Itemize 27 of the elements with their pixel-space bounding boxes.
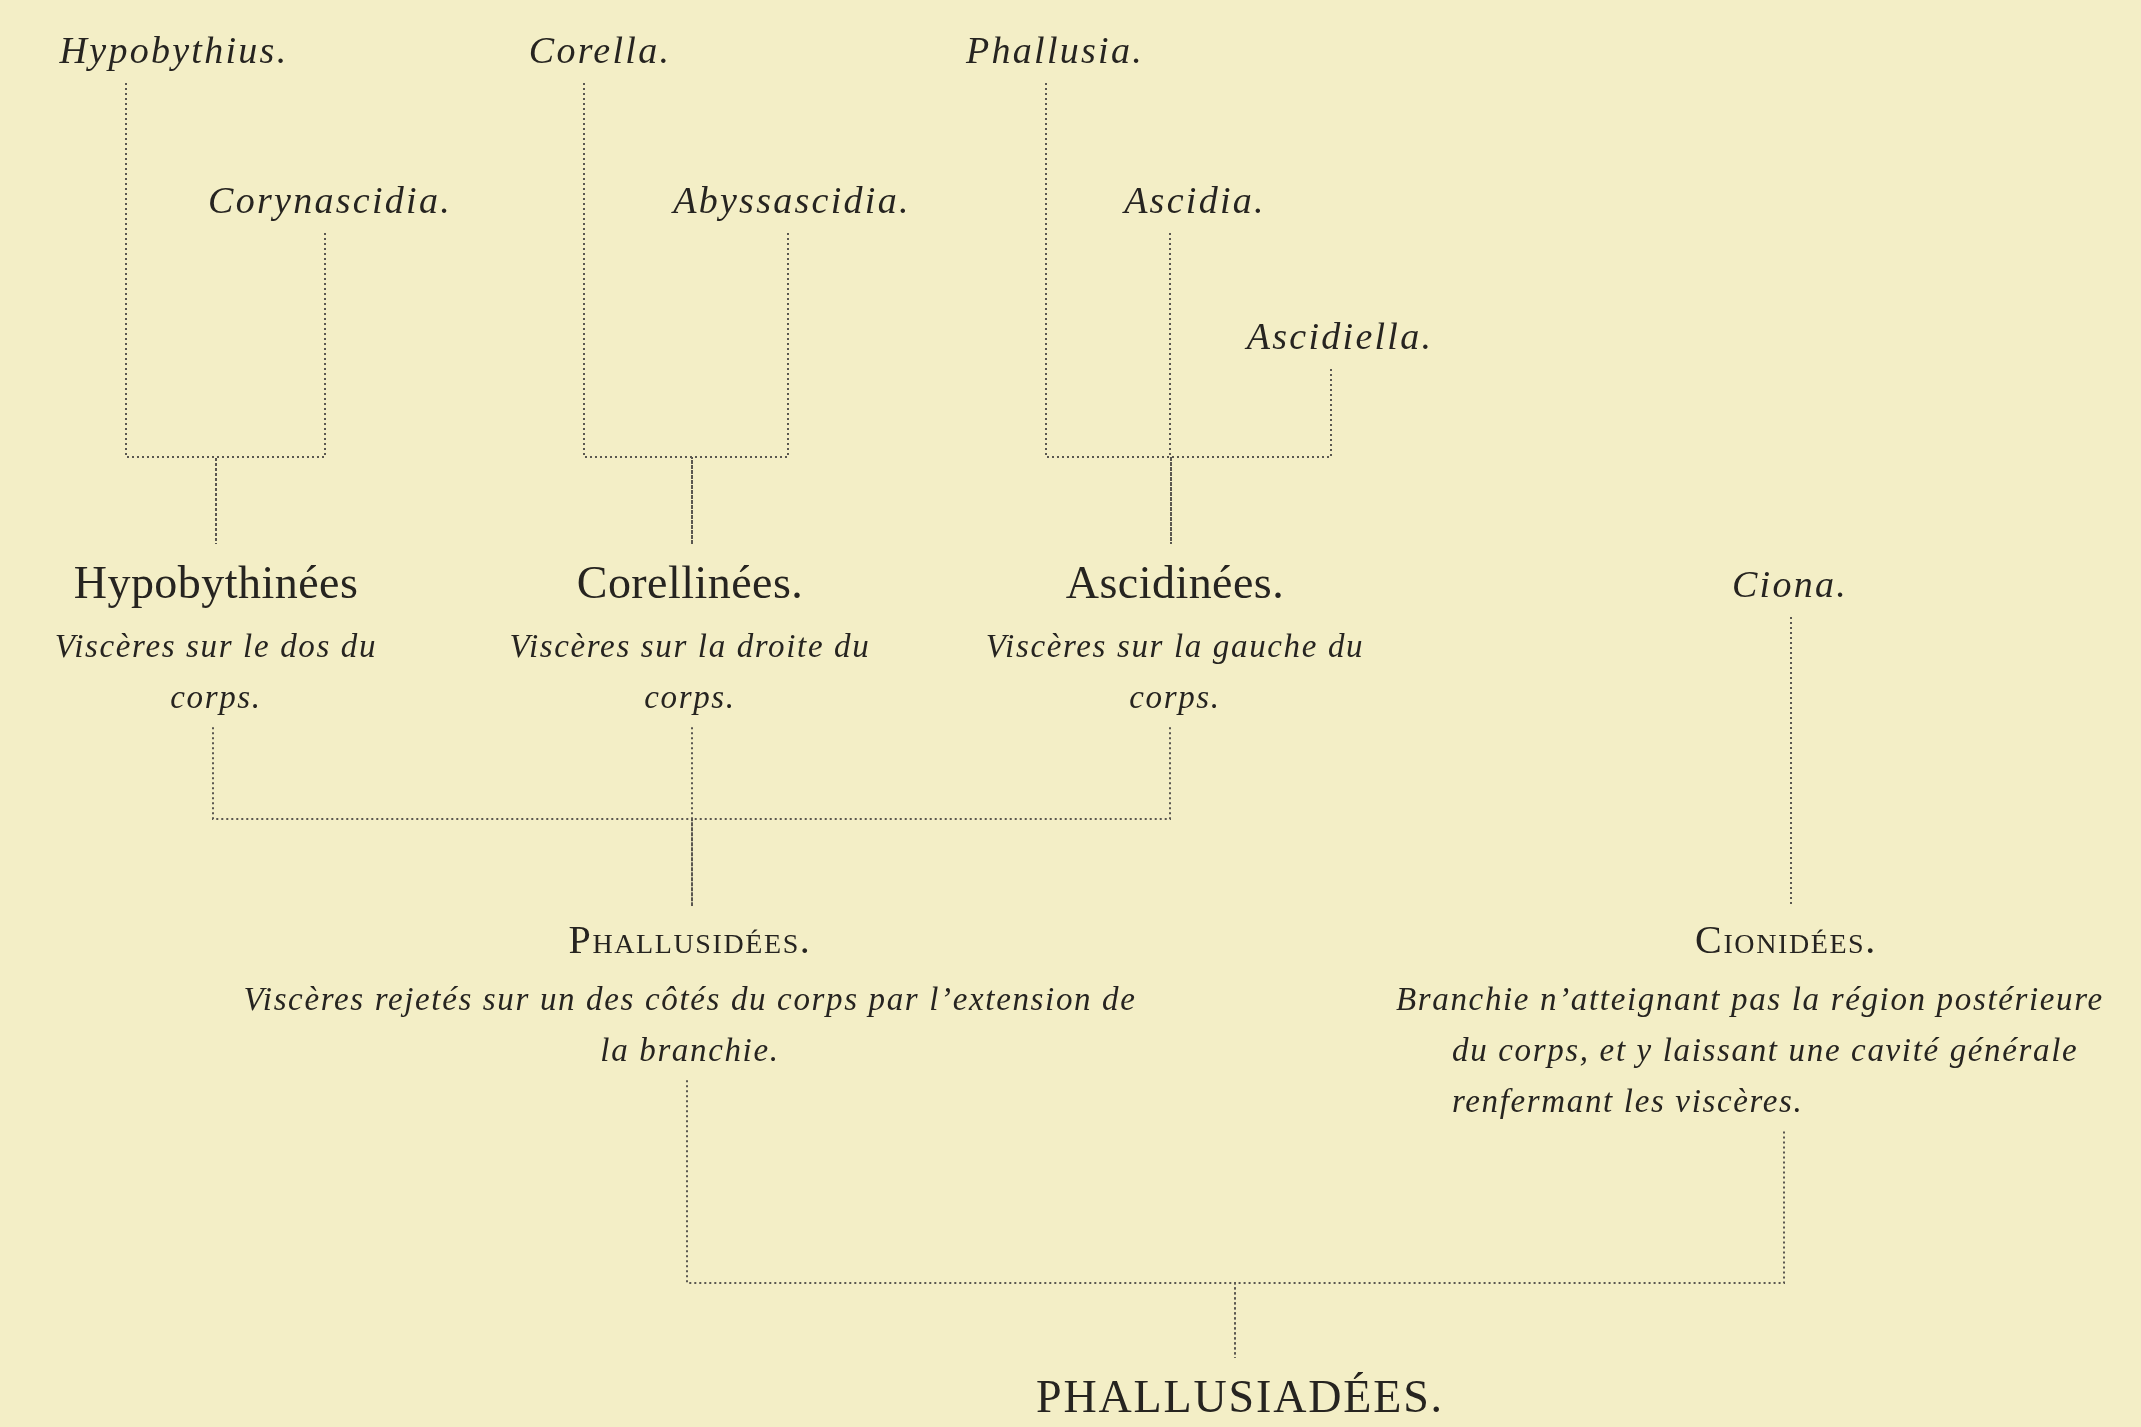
dotted-connector [583, 82, 693, 545]
description-text: Viscères rejetés sur un des côtés du corps par l’extension de la branchie. [242, 980, 1138, 1071]
description-text: Viscères sur le dos du corps. [53, 627, 379, 718]
dotted-connector [1790, 616, 1792, 907]
dotted-connector [125, 82, 217, 545]
dotted-connector [1169, 232, 1172, 545]
family-name: Ascidinées. [1065, 556, 1285, 610]
description-text: Branchie n’atteignant pas la région postérieure du corps, et y laissant une cavité générale renfermant les viscères. [1396, 980, 2105, 1122]
genus-name: Corella. [528, 28, 672, 73]
family-name: Hypobythinées [73, 556, 359, 610]
group-name: Phallusidées. [568, 916, 812, 964]
description-text: Viscères sur la droite du corps. [508, 627, 872, 718]
genus-name: Ciona. [1731, 562, 1849, 607]
order-name: PHALLUSIADÉES. [1036, 1370, 1444, 1424]
dotted-connector [691, 726, 693, 907]
genus-name: Ascidia. [1124, 178, 1266, 223]
genus-name: Corynascidia. [208, 178, 452, 223]
genus-name: Ascidiella. [1246, 314, 1434, 359]
dotted-connector [691, 232, 789, 545]
description-text: Viscères sur la gauche du corps. [984, 627, 1366, 718]
dotted-connector [1234, 1130, 1785, 1359]
genus-name: Phallusia. [966, 28, 1144, 73]
dotted-connector [691, 726, 1171, 907]
genus-name: Abyssascidia. [673, 178, 911, 223]
group-name: Cionidées. [1694, 916, 1877, 964]
family-name: Corellinées. [576, 556, 804, 610]
genus-name: Hypobythius. [59, 28, 289, 73]
